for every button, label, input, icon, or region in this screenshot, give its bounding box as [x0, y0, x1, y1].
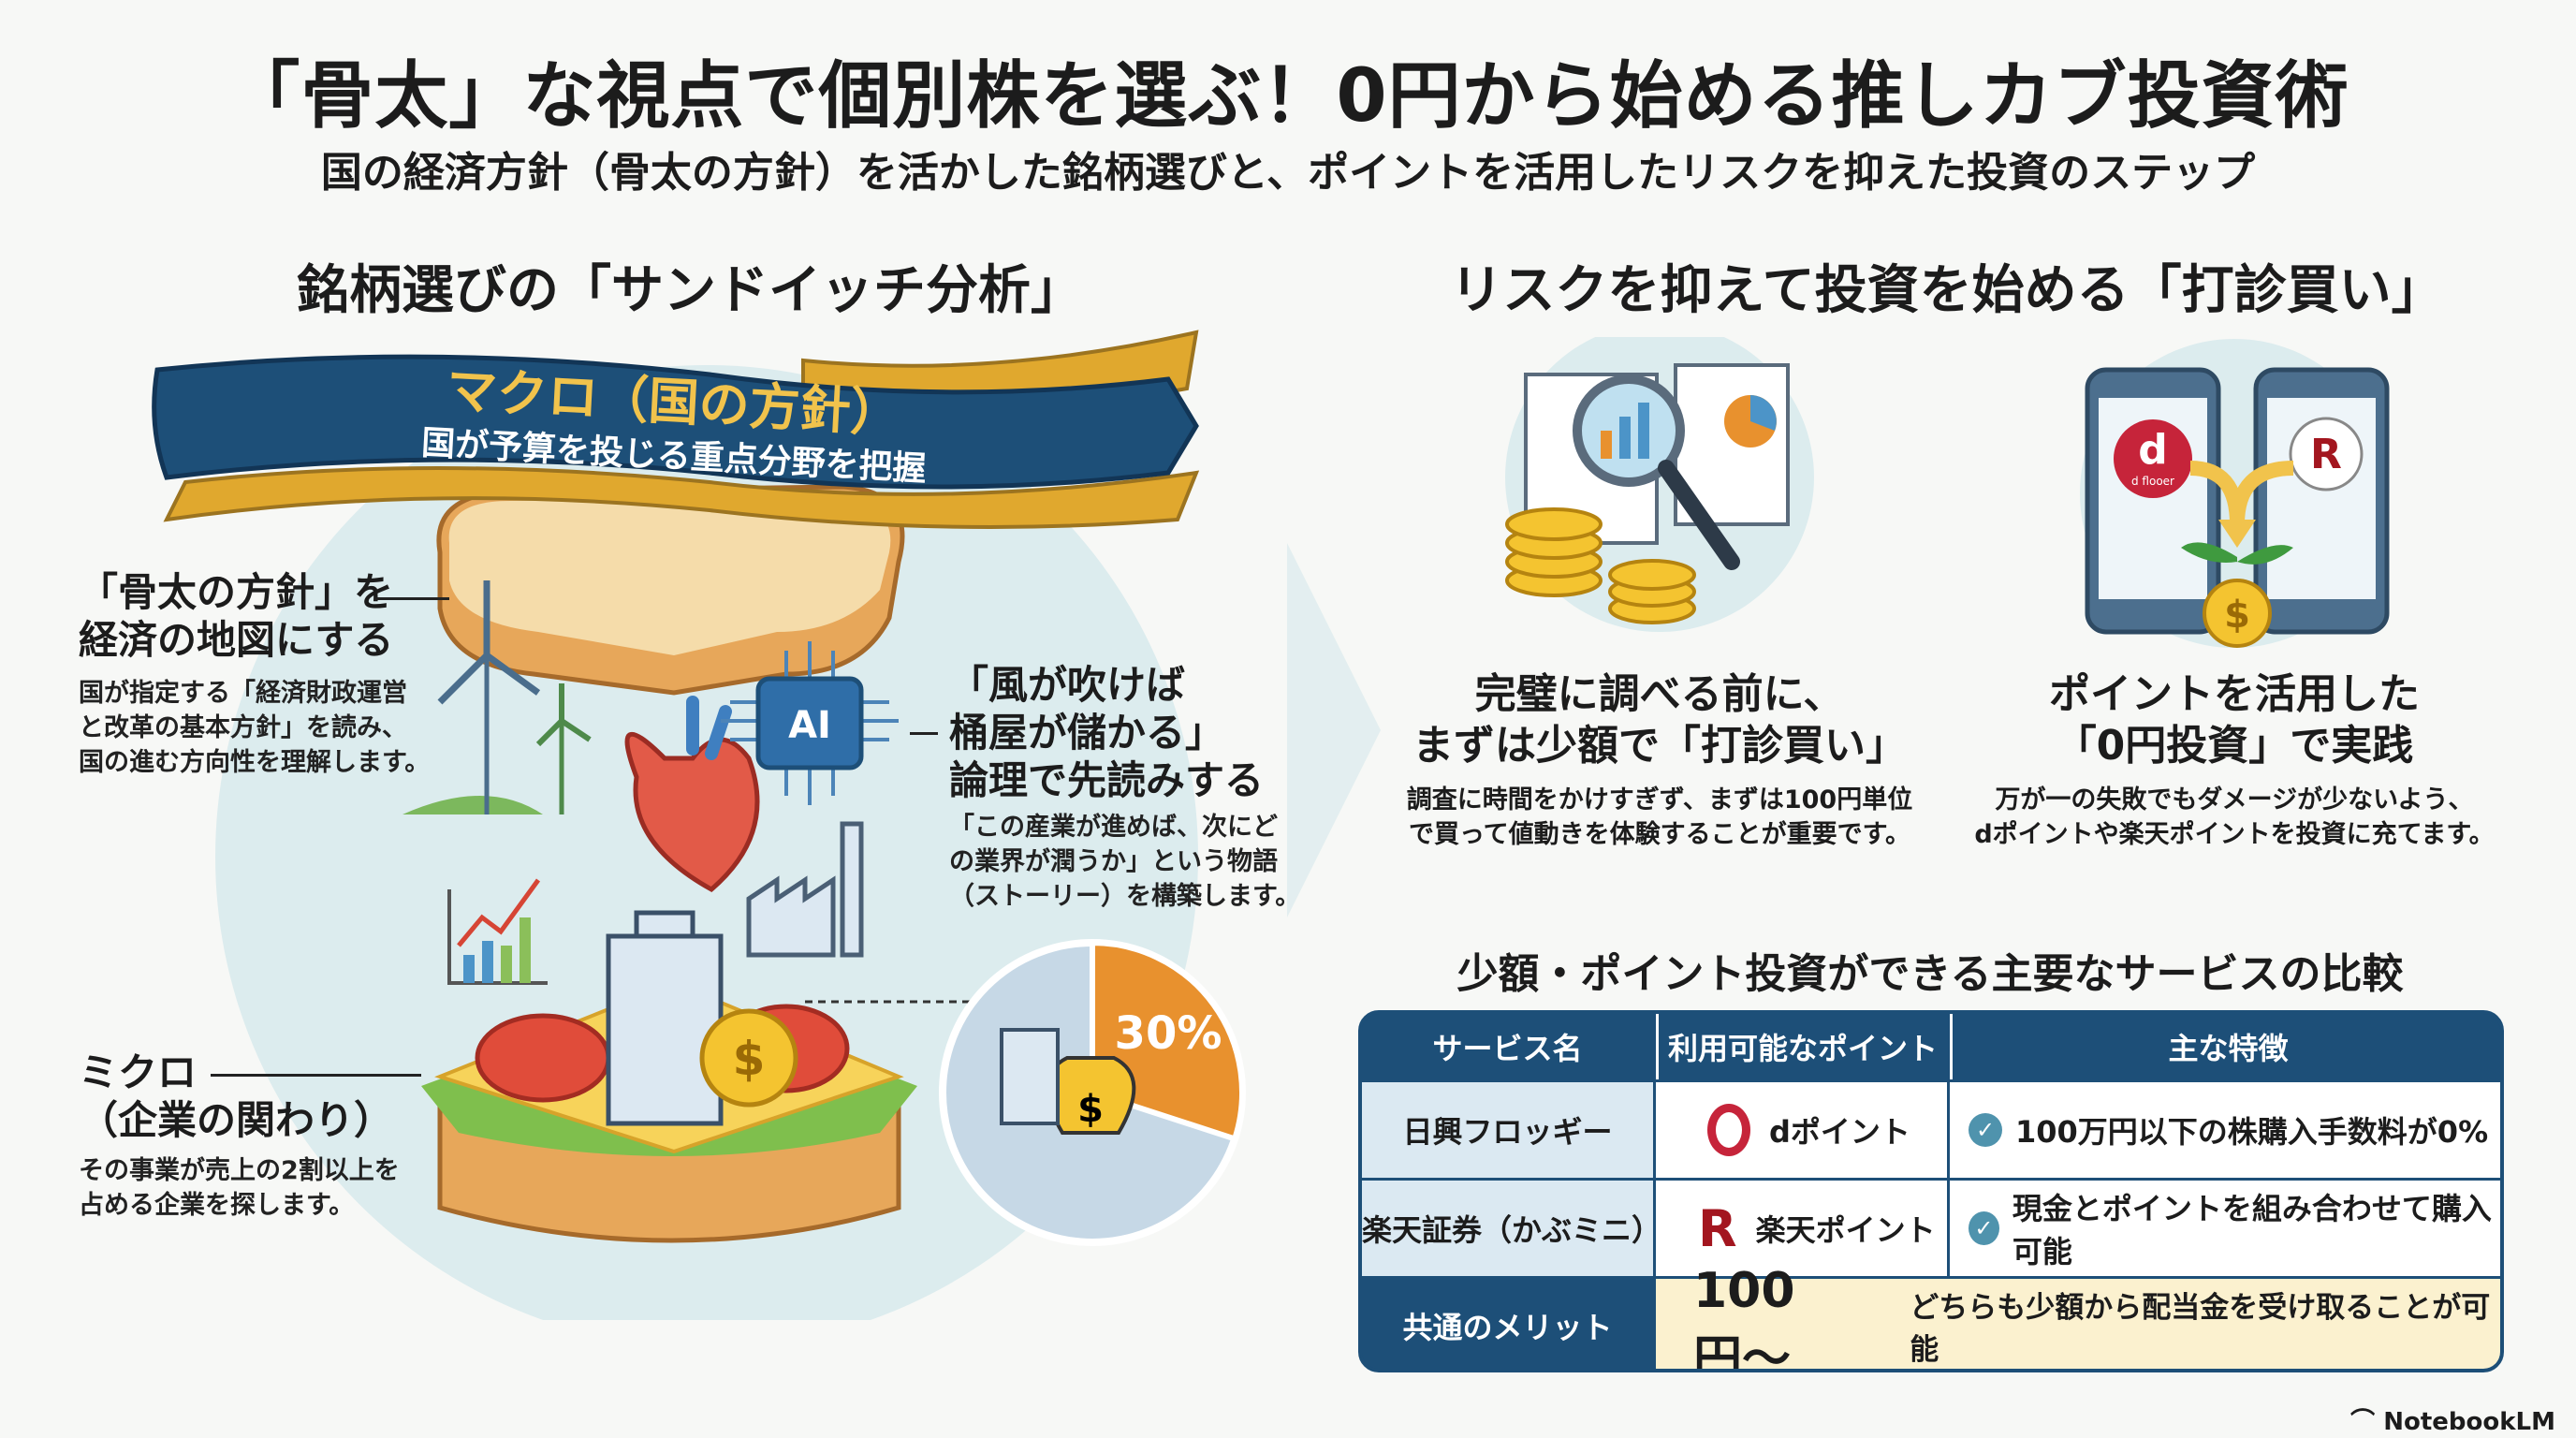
- leader-line: [910, 732, 938, 735]
- ai-chip-icon: AI: [721, 641, 899, 805]
- desc-line: その事業が売上の2割以上を: [79, 1156, 400, 1185]
- points-investment-illustration: d d flooer R $: [2080, 339, 2390, 648]
- rakuten-r-icon: R: [1698, 1198, 1737, 1258]
- desc-line: 調査に時間をかけすぎず、まずは100円単位: [1406, 785, 1913, 814]
- column-header: 主な特徴: [1950, 1014, 2500, 1079]
- micro-label-line: （企業の関わり）: [79, 1097, 394, 1143]
- column-header: サービス名: [1432, 1031, 1583, 1066]
- money-bag-icon: $: [1045, 1056, 1136, 1135]
- desc-line: 国の進む方向性を理解します。: [79, 748, 431, 777]
- desc-line: の業界が潤うか」という物語: [949, 847, 1278, 876]
- check-circle-icon: ✓: [1969, 1113, 2002, 1147]
- step1-title: 完璧に調べる前に、 まずは少額で「打診買い」: [1379, 668, 1940, 771]
- feature-cell: ✓ 現金とポイントを組み合わせて購入可能: [1950, 1181, 2500, 1276]
- table-heading: 少額・ポイント投資ができる主要なサービスの比較: [1456, 950, 2404, 998]
- coin-icon: $: [699, 1008, 798, 1108]
- desc-line: と改革の基本方針」を読み、: [79, 713, 407, 742]
- step2-description: 万が一の失敗でもダメージが少ないよう、 dポイントや楽天ポイントを投資に充てます…: [1954, 783, 2515, 852]
- step1-description: 調査に時間をかけすぎず、まずは100円単位 で買って値動きを体験することが重要で…: [1379, 783, 1940, 852]
- feature-cell: ✓ 100万円以下の株購入手数料が0%: [1950, 1082, 2500, 1178]
- pie-label: 30%: [1115, 1007, 1222, 1060]
- step1-title-line: まずは少額で「打診買い」: [1412, 722, 1907, 770]
- sprout-coin-icon: $: [2181, 542, 2293, 648]
- macro-label-line: 「骨太の方針」を: [79, 569, 394, 615]
- logic-label-line: 「風が吹けば: [949, 662, 1186, 708]
- check-circle-icon: ✓: [1969, 1211, 1999, 1245]
- sandwich-illustration: AI $ 30% $: [215, 365, 1246, 1320]
- desc-line: dポイントや楽天ポイントを投資に充てます。: [1974, 820, 2495, 849]
- desc-line: 占める企業を探します。: [79, 1191, 355, 1220]
- trial-purchase-section-heading: リスクを抑えて投資を始める「打診買い」: [1450, 260, 2444, 321]
- point-name: dポイント: [1769, 1114, 1910, 1150]
- macro-ribbon: [152, 330, 1200, 529]
- office-building-icon: [606, 910, 724, 1126]
- merge-arrow-icon: [2189, 461, 2294, 525]
- point-cell: R 楽天ポイント: [1656, 1181, 1947, 1276]
- pie-building-icon: [1000, 1028, 1060, 1125]
- step2-title-line: 「0円投資」で実践: [2055, 722, 2414, 770]
- heart-icon: [624, 696, 760, 893]
- factory-icon: [746, 821, 864, 958]
- logic-label-line: 論理で先読みする: [949, 757, 1265, 803]
- macro-description: 国が指定する「経済財政運営 と改革の基本方針」を読み、 国の進む方向性を理解しま…: [79, 676, 430, 780]
- bread-top-icon: [436, 484, 905, 696]
- d-point-icon: [1707, 1104, 1750, 1156]
- chevron-right-icon: [1287, 543, 1381, 917]
- feature-text: 100万円以下の株購入手数料が0%: [2015, 1114, 2489, 1150]
- micro-label-line: ミクロ: [79, 1049, 198, 1095]
- svg-text:$: $: [2224, 594, 2250, 637]
- merit-text: どちらも少額から配当金を受け取ることが可能: [1910, 1291, 2491, 1367]
- notebooklm-logo-icon: ⌒: [2350, 1408, 2384, 1436]
- chip-label: AI: [788, 704, 831, 747]
- wind-turbine-icon: [402, 580, 592, 814]
- logic-label-line: 桶屋が儲かる」: [949, 710, 1225, 756]
- merit-label: 共通のメリット: [1402, 1310, 1613, 1345]
- d-point-logo-icon: d d flooer: [2114, 419, 2192, 498]
- point-name: 楽天ポイント: [1755, 1212, 1936, 1248]
- phone-logo-text: d flooer: [2131, 475, 2174, 488]
- merit-cell: 100円〜 どちらも少額から配当金を受け取ることが可能: [1656, 1263, 2500, 1369]
- svg-text:R: R: [2310, 431, 2342, 478]
- logic-description: 「この産業が進めば、次にど の業界が潤うか」という物語 （ストーリー）を構築しま…: [949, 810, 1300, 914]
- desc-line: （ストーリー）を構築します。: [949, 882, 1301, 911]
- feature-text: 現金とポイントを組み合わせて購入可能: [2012, 1191, 2492, 1269]
- macro-label-line: 経済の地図にする: [79, 617, 394, 663]
- desc-line: で買って値動きを体験することが重要です。: [1409, 820, 1910, 849]
- merit-amount: 100円〜: [1693, 1262, 1795, 1372]
- leader-line: [374, 597, 449, 600]
- service-name-cell: 楽天証券（かぶミニ）: [1362, 1181, 1661, 1276]
- growth-chart-icon: [447, 878, 548, 985]
- svg-text:$: $: [1077, 1088, 1104, 1131]
- rakuten-logo-icon: R: [2289, 417, 2364, 492]
- micro-label: ミクロ （企業の関わり）: [79, 1049, 393, 1144]
- leader-line: [211, 1074, 421, 1077]
- research-illustration: [1505, 337, 1814, 632]
- desc-line: 国が指定する「経済財政運営: [79, 679, 407, 708]
- page-title: 「骨太」な視点で個別株を選ぶ！0円から始める推しカブ投資術: [227, 54, 2349, 139]
- svg-text:d: d: [2138, 426, 2168, 474]
- column-header: 利用可能なポイント: [1656, 1014, 1947, 1079]
- step1-title-line: 完璧に調べる前に、: [1474, 670, 1845, 718]
- notebooklm-watermark: ⌒ NotebookLM: [2350, 1402, 2555, 1437]
- service-name-cell: 日興フロッギー: [1362, 1082, 1653, 1178]
- smartphone-icon: [2253, 367, 2390, 635]
- desc-line: 万が一の失敗でもダメージが少ないよう、: [1995, 785, 2474, 814]
- service-comparison-table: サービス名 利用可能なポイント 主な特徴 日興フロッギー dポイント ✓ 100…: [1358, 1010, 2504, 1372]
- svg-text:$: $: [733, 1032, 766, 1086]
- watermark-text: NotebookLM: [2383, 1408, 2555, 1436]
- micro-description: その事業が売上の2割以上を 占める企業を探します。: [79, 1153, 400, 1223]
- page-subtitle: 国の経済方針（骨太の方針）を活かした銘柄選びと、ポイントを活用したリスクを抑えた…: [320, 149, 2256, 197]
- step2-title: ポイントを活用した 「0円投資」で実践: [1954, 668, 2515, 771]
- logic-label: 「風が吹けば 桶屋が儲かる」 論理で先読みする: [949, 661, 1264, 804]
- sandwich-section-heading: 銘柄選びの「サンドイッチ分析」: [297, 260, 1083, 321]
- point-cell: dポイント: [1656, 1082, 1947, 1178]
- step2-title-line: ポイントを活用した: [2049, 670, 2420, 718]
- coin-stack-icon: [1505, 507, 1696, 624]
- magnifier-icon: [1573, 374, 1740, 570]
- smartphone-icon: [2085, 367, 2221, 635]
- desc-line: 「この産業が進めば、次にど: [949, 813, 1278, 842]
- macro-label: 「骨太の方針」を 経済の地図にする: [79, 568, 393, 664]
